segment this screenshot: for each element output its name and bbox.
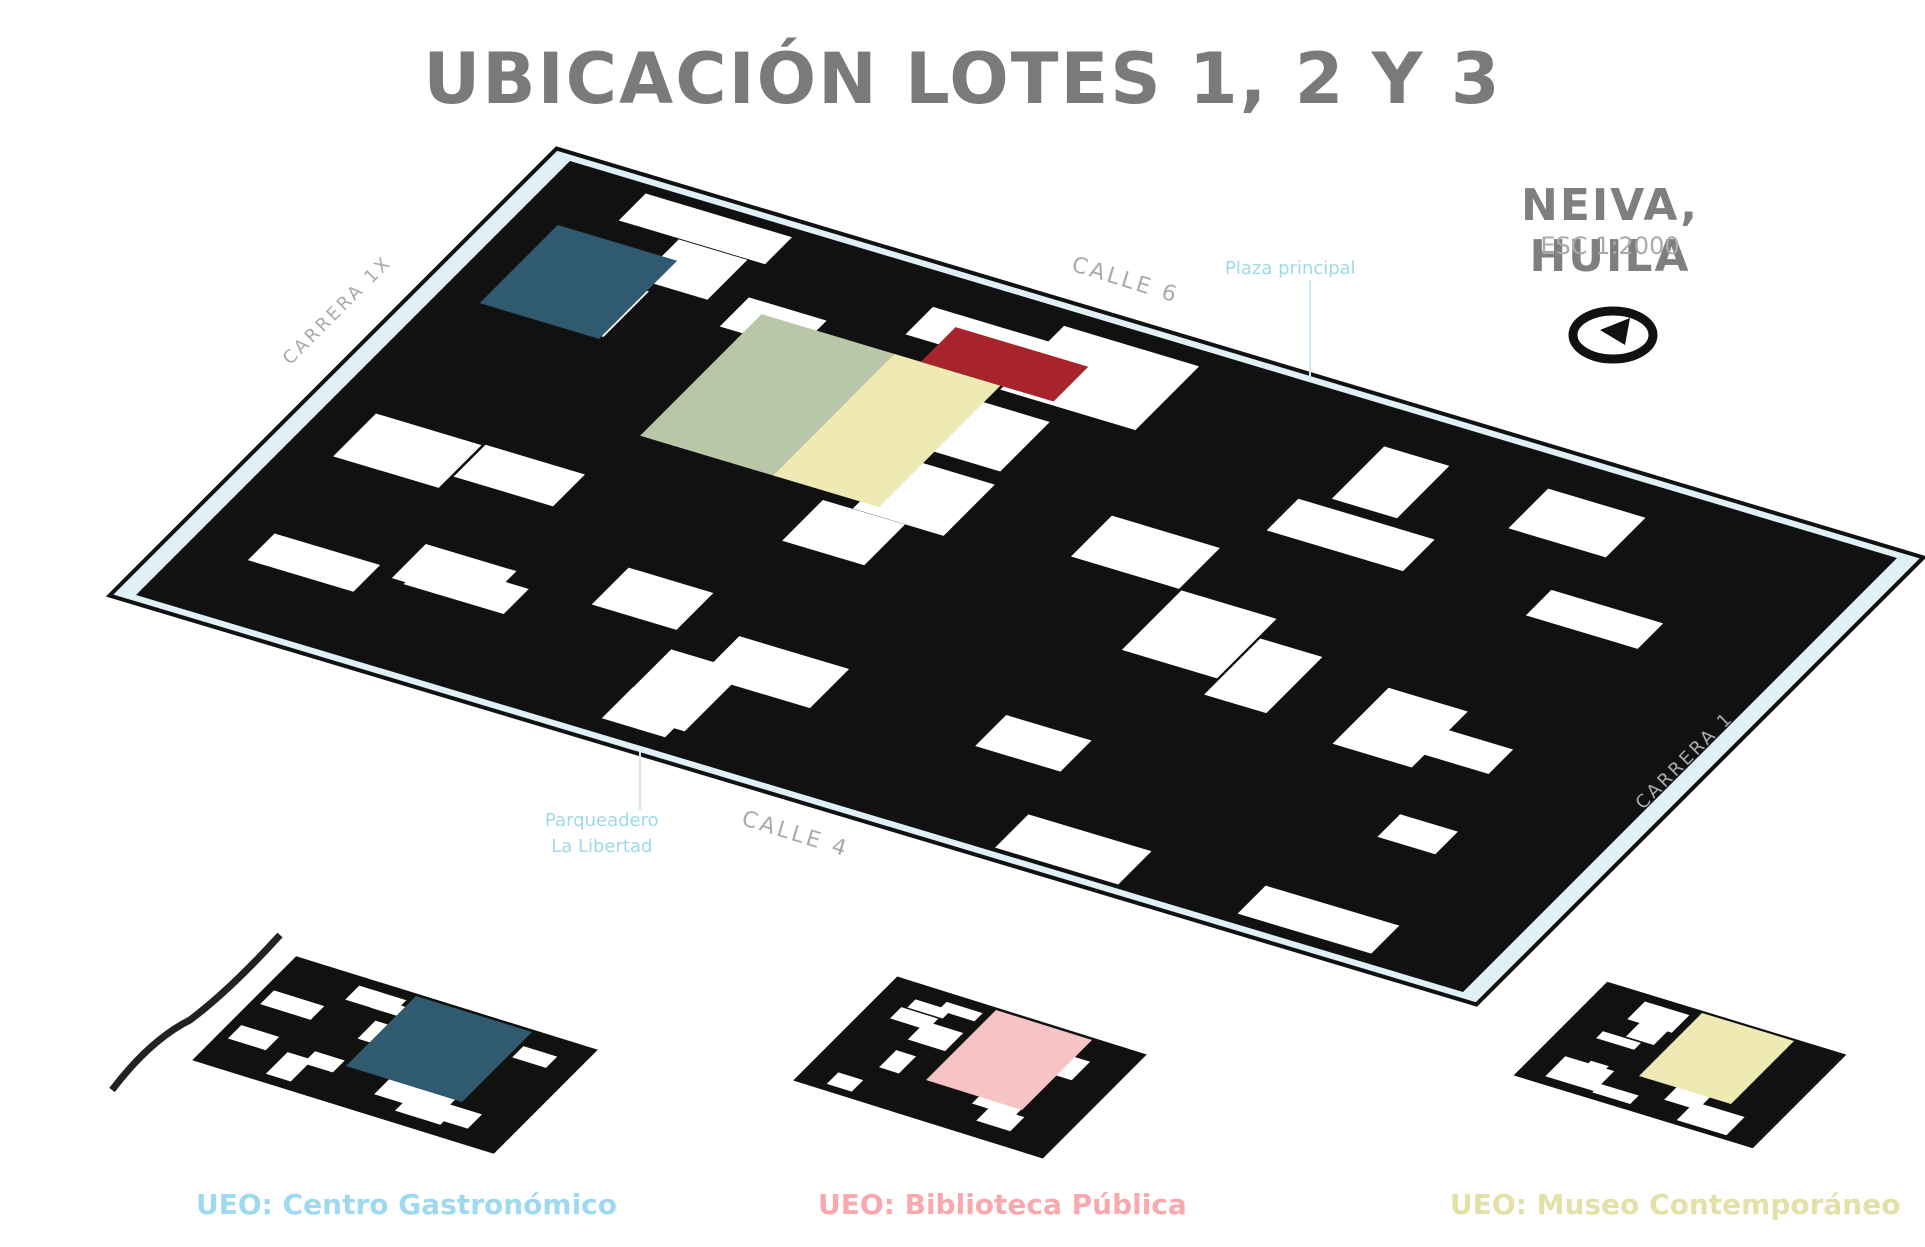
note-plaza: Plaza principal (1225, 258, 1356, 279)
note-parqueadero: Parqueadero La Libertad (545, 808, 659, 860)
page-title: UBICACIÓN LOTES 1, 2 Y 3 (423, 38, 1502, 120)
building-block (938, 1001, 983, 1022)
lot-biblioteca-publica (920, 327, 1089, 402)
thumb-museo (1513, 981, 1847, 1149)
lot-museo-contemporaneo (1638, 1012, 1794, 1104)
building-block (1000, 325, 1200, 431)
building-block (1545, 1056, 1615, 1092)
building-block (1627, 1001, 1690, 1033)
lot-centro-gastronomico (479, 224, 678, 339)
building-block (1596, 1031, 1641, 1050)
building-block (700, 636, 850, 709)
building-block (618, 193, 792, 265)
building-block (391, 544, 517, 606)
building-block (1592, 1083, 1639, 1104)
building-block (227, 1025, 280, 1051)
building-block (907, 1021, 964, 1052)
building-block (265, 1052, 313, 1082)
building-block (1377, 814, 1458, 855)
building-block (890, 1007, 939, 1030)
thumb-biblioteca (793, 976, 1147, 1159)
building-block (879, 1050, 917, 1074)
building-block (995, 814, 1152, 885)
building-block (975, 715, 1092, 772)
building-block (260, 990, 325, 1020)
building-block (453, 444, 585, 507)
lot-museo-contemporaneo (772, 353, 1001, 508)
building-block (345, 985, 407, 1015)
main-map (110, 149, 1924, 1005)
building-block (1676, 1101, 1745, 1136)
lot-biblioteca-publica (926, 1010, 1093, 1110)
building-block (435, 1104, 482, 1129)
building-block (1525, 589, 1664, 649)
building-block (907, 999, 951, 1019)
building-block (1266, 498, 1435, 572)
note-parqueadero-line2: La Libertad (551, 836, 653, 857)
north-arrow-icon (1568, 306, 1658, 364)
building-block (247, 533, 381, 592)
building-block (601, 686, 697, 738)
lot-label-centro-gastronomico: UEO: Centro Gastronómico (196, 1188, 618, 1221)
building-block (826, 1072, 864, 1092)
building-block (591, 567, 714, 630)
building-block (403, 1082, 461, 1112)
lot-label-museo: UEO: Museo Contemporáneo (1450, 1188, 1901, 1221)
building-block (1070, 515, 1220, 589)
building-block (1331, 446, 1450, 519)
building-block (512, 1046, 558, 1068)
map-base (136, 160, 1898, 993)
building-block (303, 1051, 345, 1073)
building-block (638, 239, 748, 300)
building-block (1582, 1060, 1609, 1075)
building-block (1237, 885, 1400, 954)
lot-label-biblioteca: UEO: Biblioteca Pública (818, 1188, 1187, 1221)
building-block (1625, 1020, 1670, 1046)
lot-centro-gastronomico (346, 996, 533, 1103)
thumb-centro-gastronomico (192, 956, 598, 1154)
river-edge (109, 932, 283, 1093)
scale-label: ESC 1:2000 (1540, 232, 1680, 260)
building-block (782, 499, 906, 566)
building-block (1332, 687, 1468, 768)
building-block (976, 1106, 1025, 1132)
building-block (1508, 488, 1646, 558)
note-parqueadero-line1: Parqueadero (545, 810, 659, 831)
plaza-area (640, 314, 895, 476)
building-block (1121, 590, 1277, 679)
building-block (333, 413, 482, 488)
building-block (1204, 638, 1323, 714)
city-label: NEIVA, HUILA (1521, 180, 1699, 282)
